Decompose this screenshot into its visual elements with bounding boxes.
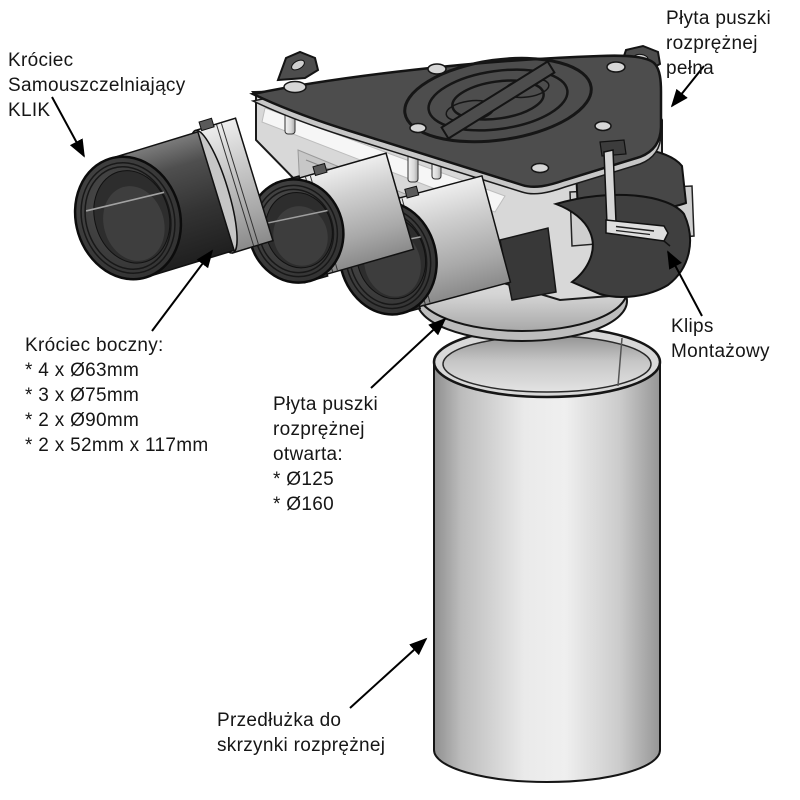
label-krociec-klik: Króciec Samouszczelniający KLIK bbox=[8, 48, 186, 123]
arrow-plyta-otwarta bbox=[370, 317, 447, 389]
label-line: rozprężnej bbox=[273, 419, 365, 440]
label-line: * 3 x Ø75mm bbox=[25, 385, 140, 406]
label-line: Montażowy bbox=[671, 341, 770, 362]
arrow-klips bbox=[667, 250, 703, 317]
arrow-krociec-klik bbox=[51, 96, 85, 158]
label-klips: Klips Montażowy bbox=[671, 314, 770, 364]
extension-cylinder bbox=[432, 325, 662, 783]
label-line: otwarta: bbox=[273, 444, 343, 465]
label-line: Płyta puszki bbox=[273, 394, 378, 415]
plate-screw-holes bbox=[283, 61, 626, 174]
box-lower-dark-side bbox=[552, 193, 691, 298]
side-spigot-2 bbox=[247, 152, 415, 284]
leader-arrows bbox=[51, 65, 705, 709]
label-line: Króciec bbox=[8, 50, 74, 71]
label-line: * 2 x Ø90mm bbox=[25, 410, 140, 431]
label-line: KLIK bbox=[8, 100, 51, 121]
label-line: Płyta puszki bbox=[666, 8, 771, 29]
label-line: Klips bbox=[671, 316, 714, 337]
label-line: Króciec boczny: bbox=[25, 335, 164, 356]
label-plyta-pelna: Płyta puszki rozprężnej pełna bbox=[666, 6, 771, 81]
label-line: skrzynki rozprężnej bbox=[217, 735, 386, 756]
label-plyta-otwarta: Płyta puszki rozprężnej otwarta: * Ø125 … bbox=[273, 392, 378, 517]
cylinder-seam bbox=[617, 337, 623, 387]
label-line: pełna bbox=[666, 58, 714, 79]
label-line: Samouszczelniający bbox=[8, 75, 186, 96]
label-przedluzka: Przedłużka do skrzynki rozprężnej bbox=[217, 708, 385, 758]
label-krociec-boczny: Króciec boczny: * 4 x Ø63mm * 3 x Ø75mm … bbox=[25, 333, 209, 458]
label-line: Przedłużka do bbox=[217, 710, 342, 731]
arrow-plyta-pelna bbox=[670, 65, 705, 108]
label-line: * 2 x 52mm x 117mm bbox=[25, 435, 209, 456]
plate-knockout-rings bbox=[403, 56, 593, 144]
label-line: * Ø125 bbox=[273, 469, 334, 490]
top-plate-full bbox=[249, 44, 663, 195]
side-spigot-1-klik bbox=[73, 117, 274, 281]
label-line: rozprężnej bbox=[666, 33, 758, 54]
arrow-krociec-boczny bbox=[151, 249, 214, 332]
arrow-przedluzka bbox=[349, 637, 428, 709]
label-line: * Ø160 bbox=[273, 494, 334, 515]
label-line: * 4 x Ø63mm bbox=[25, 360, 140, 381]
mounting-clip bbox=[599, 139, 671, 247]
plate-crossbar bbox=[440, 60, 556, 140]
